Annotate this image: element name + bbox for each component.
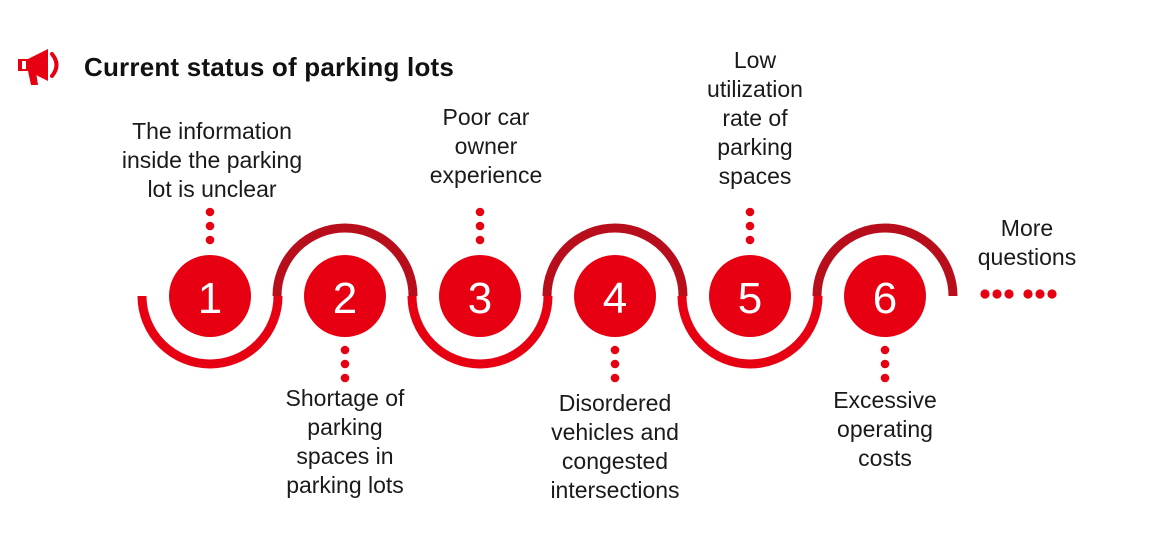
connector-dots-3 [475,207,485,245]
step-label-2: Shortage of parking spaces in parking lo… [253,384,437,500]
step-label-5: Low utilization rate of parking spaces [664,46,846,191]
lower-arc [677,295,823,369]
label-line: operating [837,416,933,442]
upper-arc [812,223,958,297]
connector-dots-6 [880,345,890,383]
page-title: Current status of parking lots [84,52,455,82]
label-line: utilization [707,76,803,102]
megaphone-icon [18,49,59,85]
label-line: spaces in [296,443,394,469]
step-circle-3: 3 [439,255,521,337]
step-circle-5: 5 [709,255,791,337]
label-line: Poor car [442,104,530,130]
connector-dots-2 [340,345,350,383]
label-line: owner [454,133,518,159]
step-number-1: 1 [198,274,222,323]
step-number-6: 6 [873,274,897,323]
step-label-6: Excessive operating costs [802,386,968,473]
label-line: inside the parking [121,147,303,173]
upper-arc [272,223,418,297]
label-line: The information [132,118,292,144]
step-number-3: 3 [468,274,492,323]
label-line: experience [429,162,543,188]
label-line: Low [733,47,777,73]
label-line: rate of [722,105,788,131]
label-line: congested [561,448,669,474]
label-line: costs [858,445,912,471]
label-line: intersections [550,477,680,503]
lower-arc [407,295,553,369]
label-line: lot is unclear [147,176,277,202]
label-line: parking [307,414,383,440]
label-line: spaces [718,163,792,189]
step-circle-4: 4 [574,255,656,337]
connector-dots-5 [745,207,755,245]
label-line: questions [977,244,1077,270]
more-questions-label: More questions [957,214,1097,272]
more-dots [980,289,1057,299]
label-line: parking [717,134,793,160]
step-circle-6: 6 [844,255,926,337]
label-line: vehicles and [551,419,679,445]
label-line: More [1000,215,1054,241]
label-line: Disordered [558,390,672,416]
step-label-3: Poor car owner experience [398,103,574,190]
connector-dots-4 [610,345,620,383]
label-line: Shortage of [285,385,405,411]
label-line: Excessive [833,387,937,413]
upper-arc [542,223,688,297]
connector-dots-1 [205,207,215,245]
label-line: parking lots [286,472,404,498]
step-label-1: The information inside the parking lot i… [96,117,328,204]
step-circle-1: 1 [169,255,251,337]
step-circle-2: 2 [304,255,386,337]
lower-arc [137,295,283,369]
step-number-5: 5 [738,274,762,323]
step-number-2: 2 [333,274,357,323]
step-label-4: Disordered vehicles and congested inters… [527,389,703,505]
step-number-4: 4 [603,274,627,323]
